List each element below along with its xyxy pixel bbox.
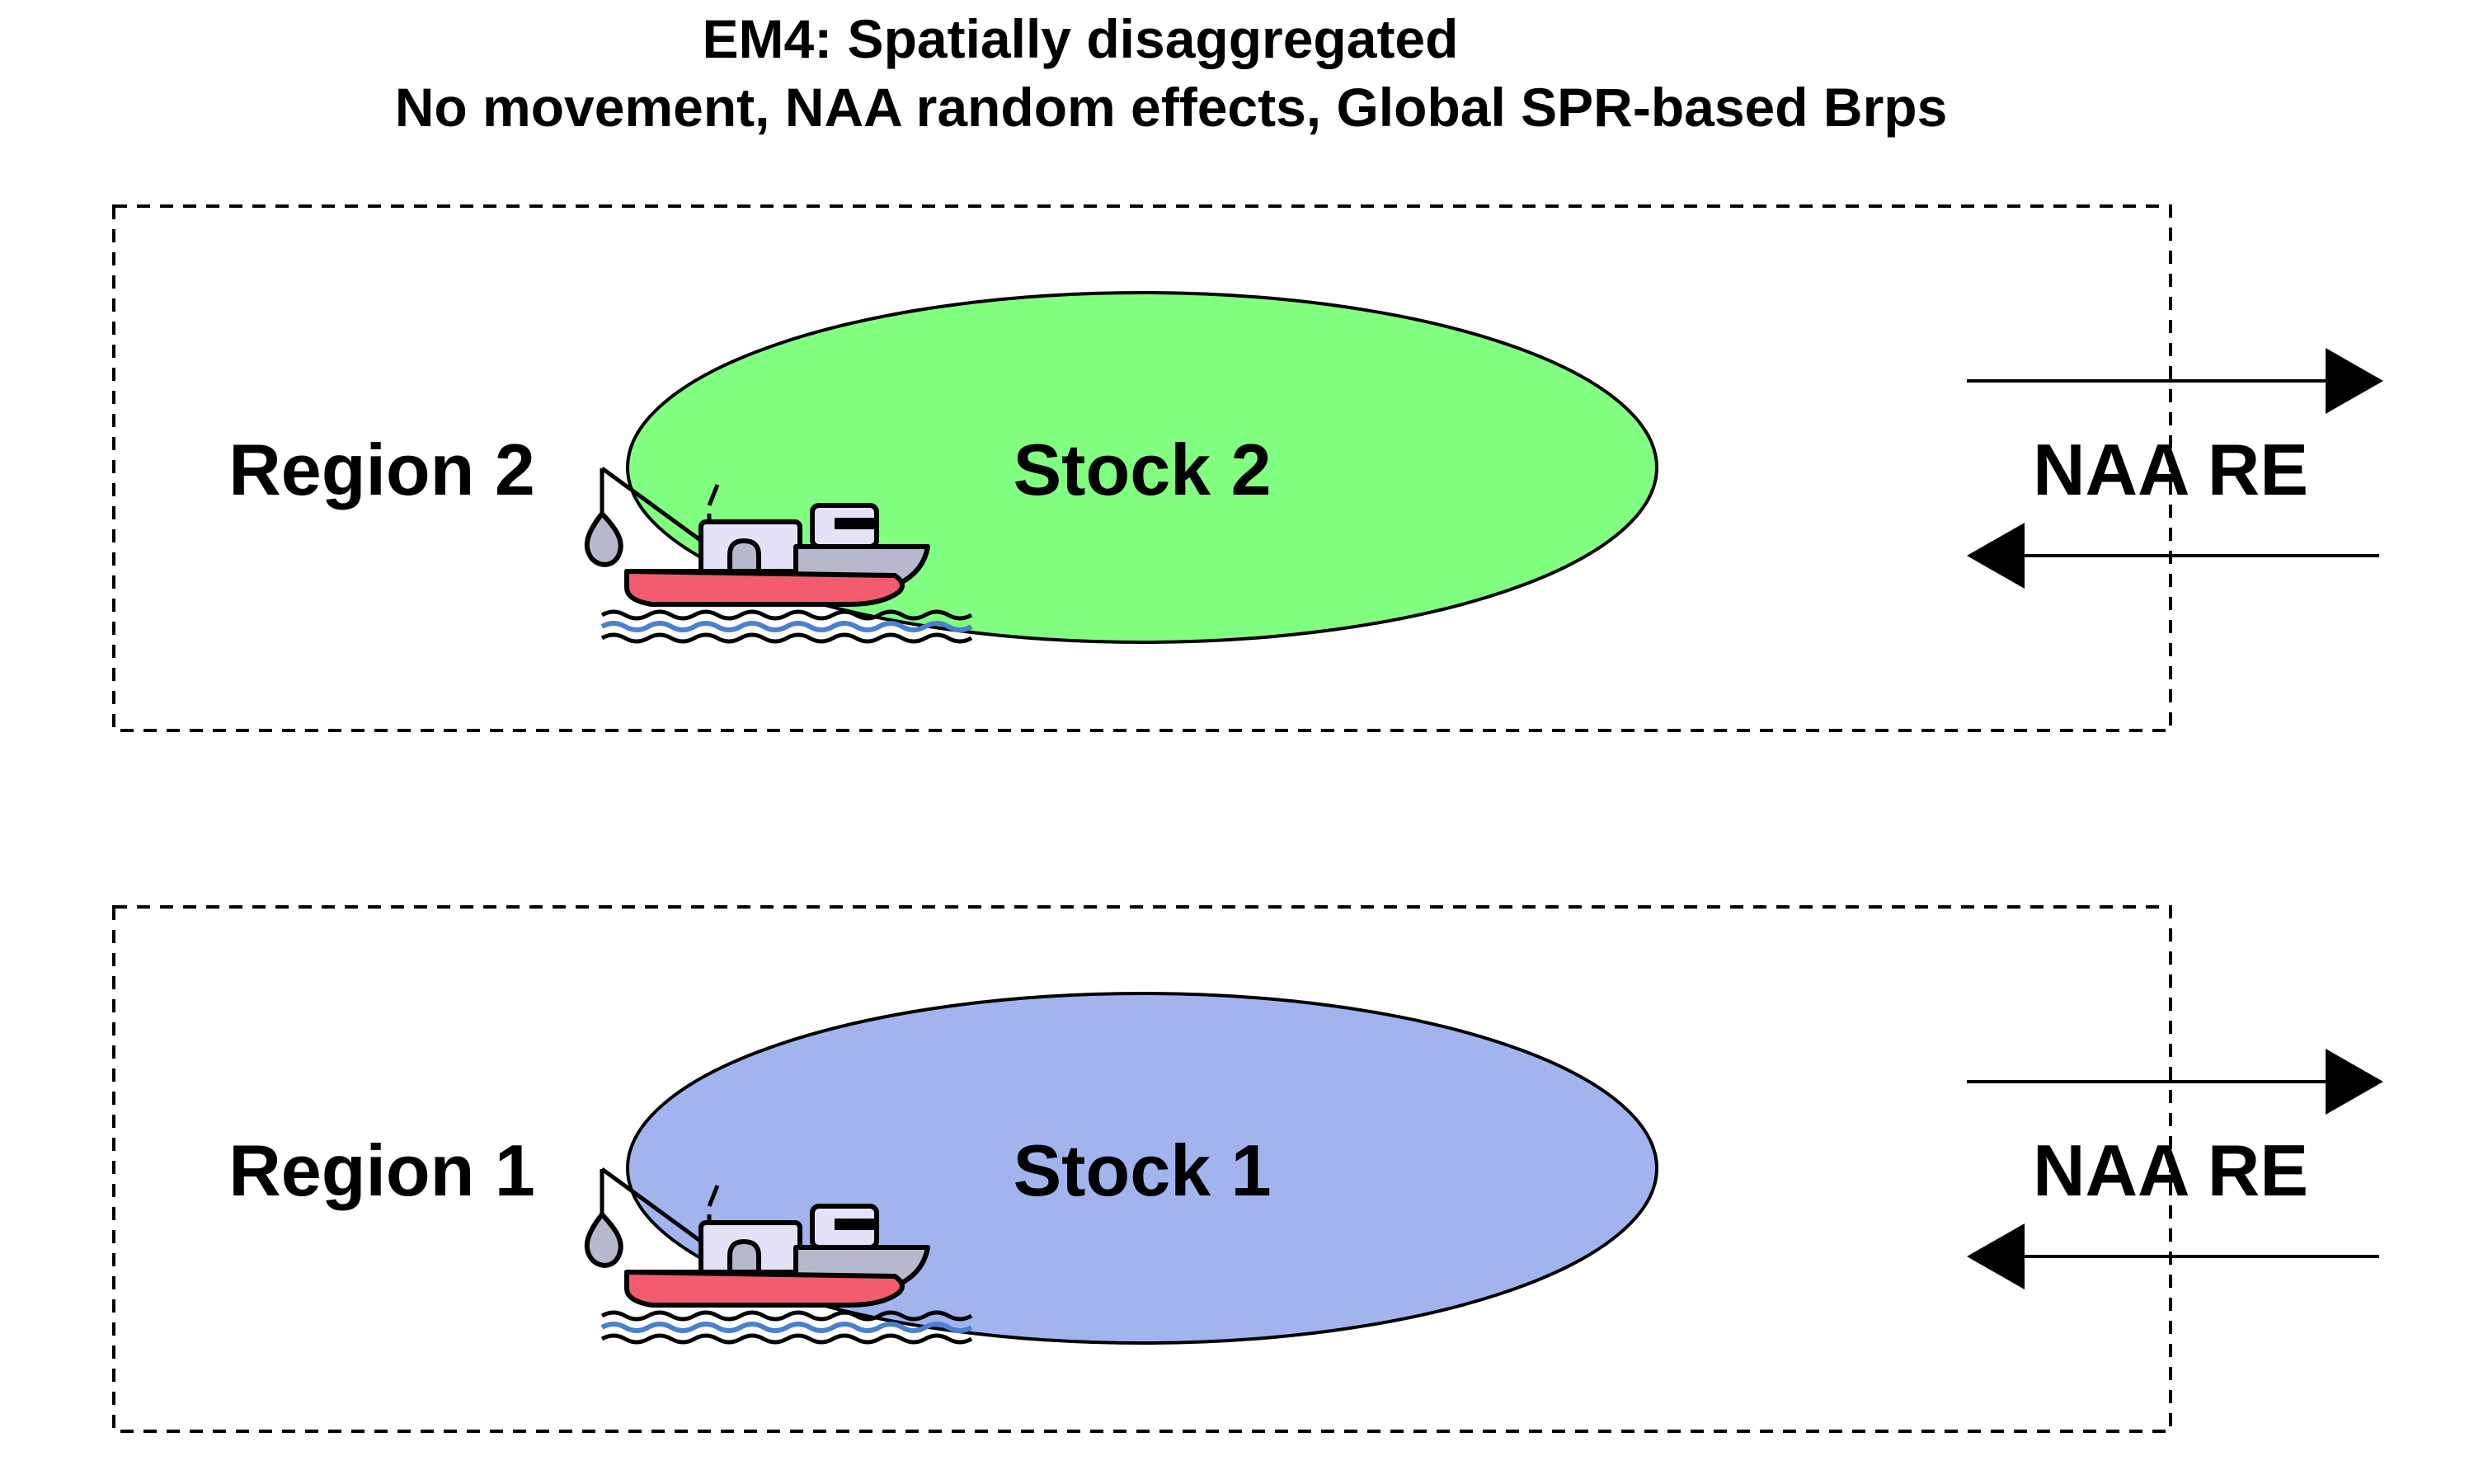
- stock-label: Stock 1: [1013, 1129, 1271, 1211]
- arrow-in: [1967, 523, 2379, 589]
- region-label: Region 2: [228, 429, 535, 510]
- diagram-title-line2: No movement, NAA random effects, Global …: [395, 77, 1948, 138]
- naa-re-label: NAA RE: [2033, 1129, 2308, 1211]
- region-panel-top: Region 2 Stock 2 NAA RE: [112, 204, 2383, 732]
- naa-re-label: NAA RE: [2033, 429, 2308, 510]
- arrow-out: [1967, 348, 2383, 414]
- region-boundary: [112, 905, 2172, 1433]
- arrow-in: [1967, 1223, 2379, 1289]
- diagram-title-line1: EM4: Spatially disaggregated: [703, 8, 1459, 69]
- region-boundary: [112, 204, 2172, 732]
- region-label: Region 1: [228, 1129, 535, 1211]
- arrow-out: [1967, 1049, 2383, 1115]
- stock-label: Stock 2: [1013, 429, 1271, 510]
- region-panel-bottom: Region 1 Stock 1 NAA RE: [112, 905, 2383, 1433]
